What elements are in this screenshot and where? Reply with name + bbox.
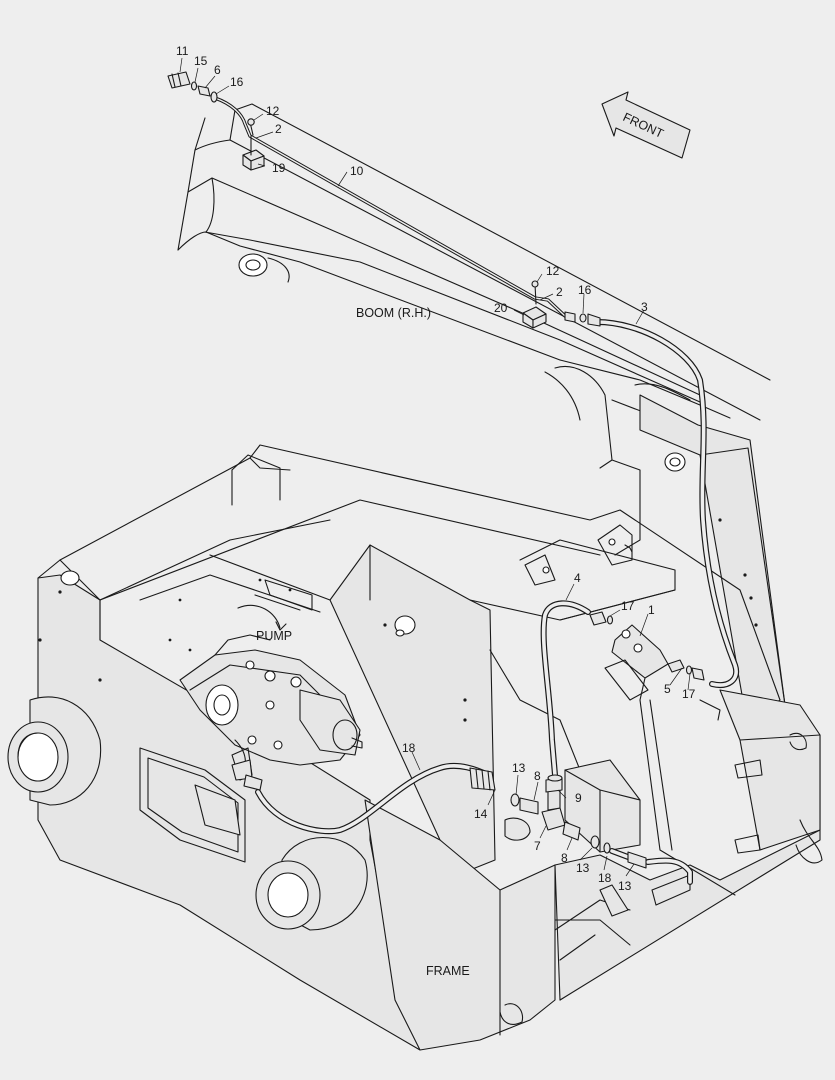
fitting-11-15-6-16: [167, 71, 218, 103]
callout-4: 4: [574, 571, 581, 585]
callout-16-top: 16: [230, 75, 244, 89]
callout-2-mid: 2: [556, 285, 563, 299]
callout-14: 14: [474, 807, 488, 821]
valve-1: [604, 624, 669, 701]
callout-9: 9: [575, 791, 582, 805]
callout-20: 20: [494, 301, 508, 315]
callout-11: 11: [176, 44, 189, 58]
callout-6: 6: [214, 63, 221, 77]
callout-1: 1: [648, 603, 655, 617]
fitting-tee-7: [510, 774, 647, 869]
hose-4: [540, 600, 591, 778]
callout-16-mid: 16: [578, 283, 592, 297]
callout-13-left: 13: [512, 761, 526, 775]
callout-12-top: 12: [266, 104, 280, 118]
hose-18-short: [609, 848, 693, 885]
callout-13-right: 13: [618, 879, 632, 893]
fitting-17-5: [589, 611, 705, 681]
leader-lines: [179, 57, 691, 877]
hose-18-main: [255, 762, 491, 835]
callout-13-mid: 13: [576, 861, 590, 875]
frame-label: FRAME: [426, 964, 470, 978]
fitting-16-boom: [564, 311, 601, 327]
callout-15: 15: [194, 54, 208, 68]
callout-7: 7: [534, 839, 541, 853]
tube-10: [213, 96, 567, 318]
callout-8-lower: 8: [561, 851, 568, 865]
section-labels: BOOM (R.H.) PUMP FRAME: [256, 306, 470, 978]
callouts: 11 15 6 16 12 2 19 10 12 2 16 3 20 4 17 …: [176, 44, 696, 893]
hose-14: [469, 767, 531, 841]
callout-3: 3: [641, 300, 648, 314]
callout-10: 10: [350, 164, 364, 178]
callout-17-lower: 17: [682, 687, 696, 701]
boom-rh: [177, 103, 771, 461]
callout-12-mid: 12: [546, 264, 560, 278]
frame: [7, 444, 823, 1051]
boom-label: BOOM (R.H.): [356, 306, 431, 320]
hydraulic-pump: [179, 604, 363, 781]
callout-18-short: 18: [598, 871, 612, 885]
callout-5: 5: [664, 682, 671, 696]
hose-3: [594, 319, 740, 688]
clip-20: [522, 280, 547, 329]
callout-2-top: 2: [275, 122, 282, 136]
callout-17-upper: 17: [621, 599, 635, 613]
pump-elbow: [231, 759, 263, 791]
callout-19: 19: [272, 161, 286, 175]
front-arrow: FRONT: [601, 91, 691, 159]
pump-label: PUMP: [256, 629, 292, 643]
callout-8-upper: 8: [534, 769, 541, 783]
callout-18-main: 18: [402, 741, 416, 755]
